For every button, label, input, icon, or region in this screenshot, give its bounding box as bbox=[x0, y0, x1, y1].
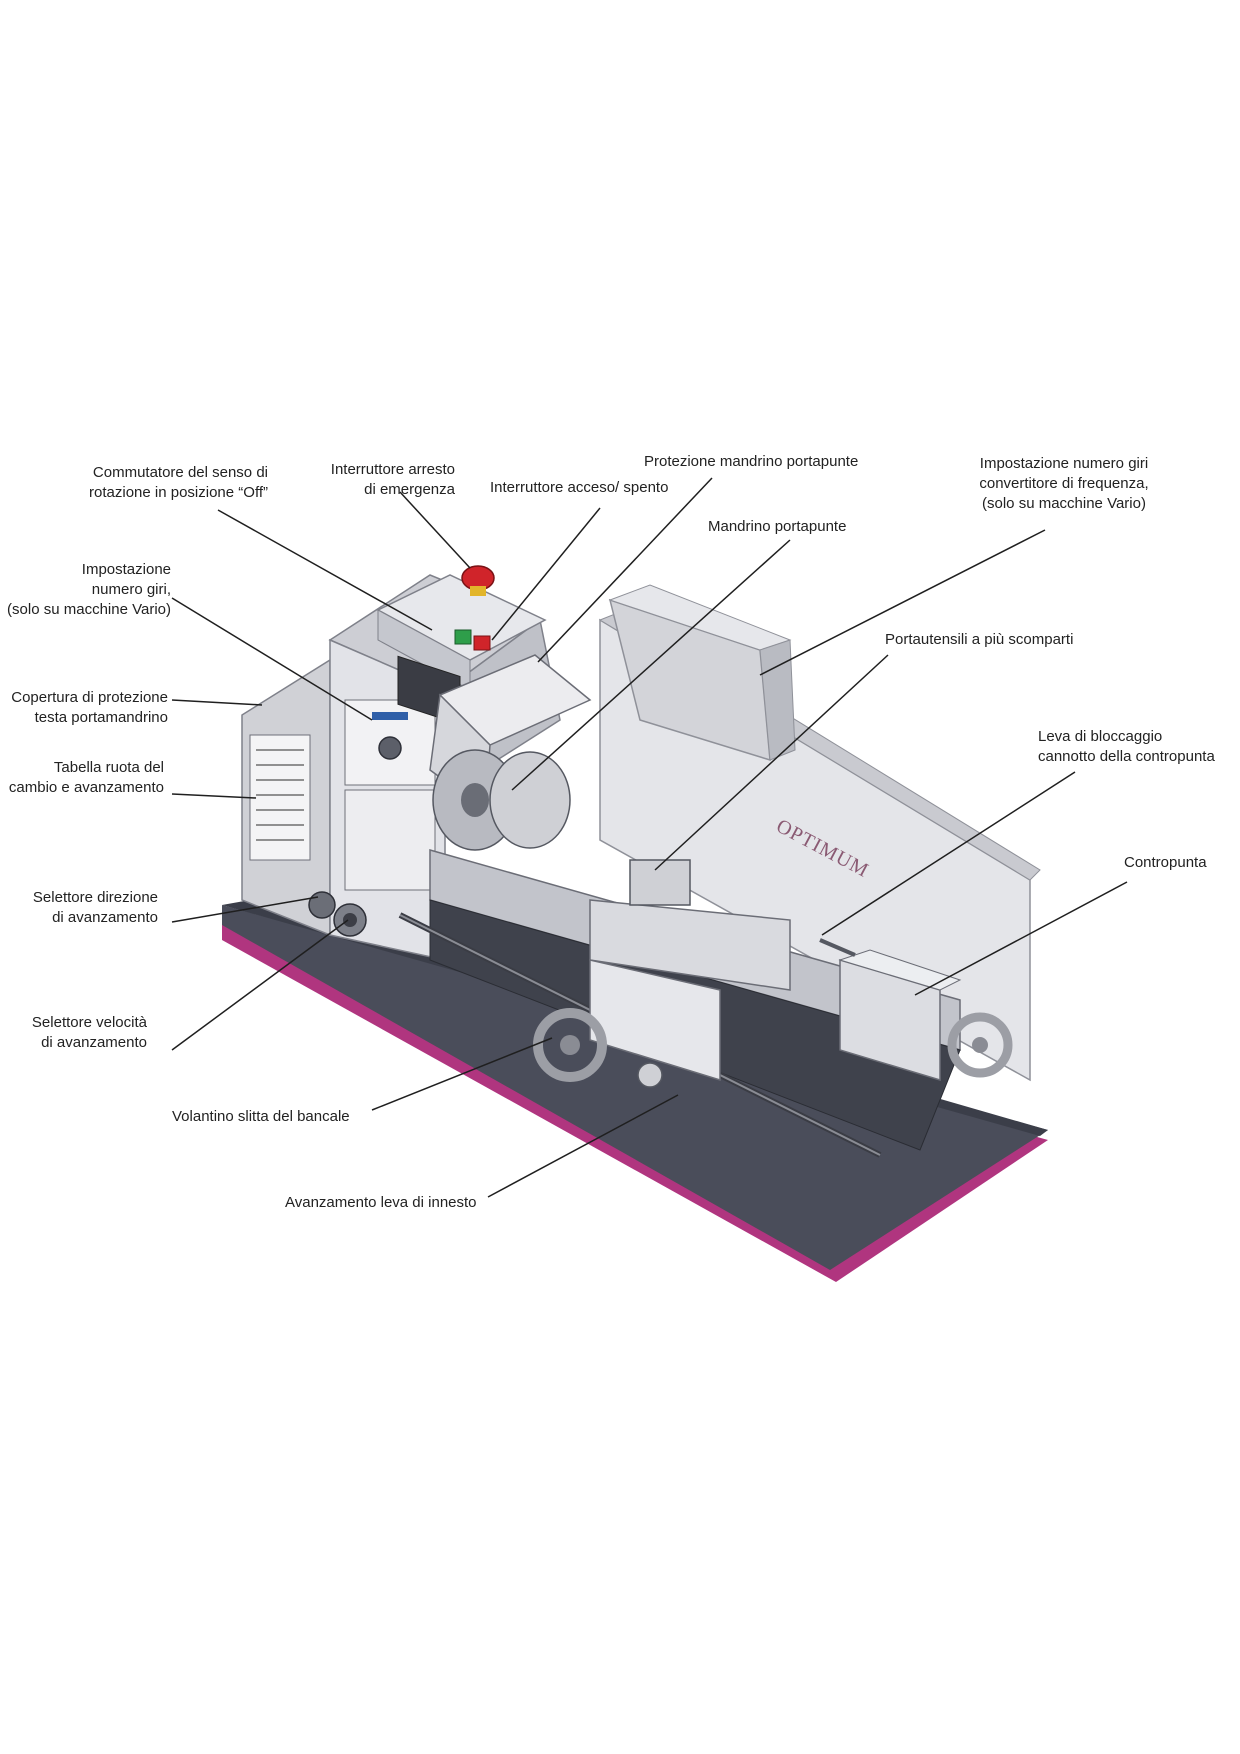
label-arresto-emergenza: Interruttore arresto di emergenza bbox=[330, 461, 455, 498]
tailstock bbox=[819, 938, 1013, 1082]
label-tabella: Tabella ruota del cambio e avanzamento bbox=[8, 759, 164, 796]
label-selettore-velocita: Selettore velocità di avanzamento bbox=[31, 1014, 147, 1051]
chuck bbox=[432, 749, 571, 851]
motor-cover bbox=[608, 584, 796, 762]
label-volantino: Volantino slitta del bancale bbox=[172, 1108, 350, 1125]
label-selettore-direzione: Selettore direzione di avanzamento bbox=[32, 889, 158, 926]
tailstock-handwheel-icon bbox=[947, 1012, 1013, 1078]
switch-red-icon bbox=[473, 635, 491, 651]
feed-direction-selector-icon bbox=[308, 891, 336, 919]
quill-lock-lever-icon bbox=[819, 938, 856, 957]
label-copertura: Copertura di protezione testa portamandr… bbox=[11, 689, 168, 726]
engage-lever-icon bbox=[637, 1062, 663, 1088]
label-acceso-spento: Interruttore acceso/ spento bbox=[490, 479, 669, 496]
label-commutatore: Commutatore del senso di rotazione in po… bbox=[89, 464, 268, 501]
label-portautensili: Portautensili a più scomparti bbox=[885, 631, 1074, 648]
carriage bbox=[533, 859, 791, 1088]
label-leva-bloccaggio: Leva di bloccaggio cannotto della contro… bbox=[1038, 728, 1215, 765]
label-protezione-mandrino: Protezione mandrino portapunte bbox=[644, 453, 859, 470]
label-impostazione-giri: Impostazione numero giri, (solo su macch… bbox=[7, 561, 171, 618]
switch-green-icon bbox=[454, 629, 472, 645]
label-leva-innesto: Avanzamento leva di innesto bbox=[285, 1194, 477, 1211]
speed-dial-icon bbox=[378, 736, 402, 760]
toolpost bbox=[629, 859, 691, 906]
label-impostazione-convertitore: Impostazione numero giri convertitore di… bbox=[979, 455, 1149, 512]
label-contropunta: Contropunta bbox=[1124, 854, 1207, 871]
carriage-handwheel-icon bbox=[533, 1008, 607, 1082]
gear-table-plate bbox=[249, 734, 311, 861]
label-mandrino: Mandrino portapunte bbox=[708, 518, 847, 535]
leader-lines bbox=[171, 477, 1128, 1198]
